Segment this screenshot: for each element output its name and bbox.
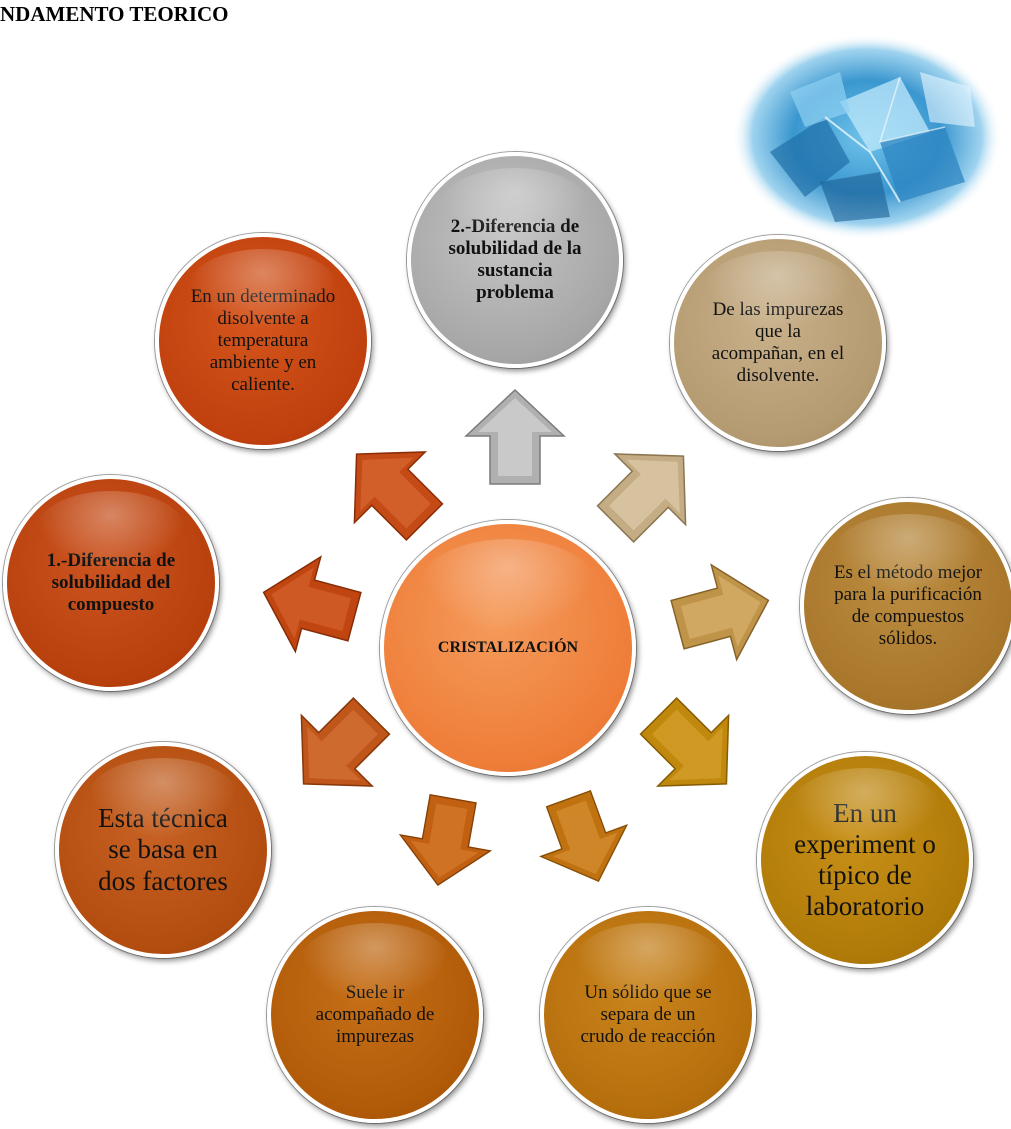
node-upper-right-text: De las impurezas que la acompañan, en el… bbox=[711, 299, 845, 386]
node-bottom-right-text: Un sólido que se separa de un crudo de r… bbox=[580, 982, 716, 1047]
arrow-right bbox=[670, 563, 770, 662]
node-bottom-left-text: Suele ir acompañado de impurezas bbox=[315, 982, 435, 1047]
center-label: CRISTALIZACIÓN bbox=[437, 638, 579, 656]
arrow-down-right bbox=[539, 790, 629, 883]
node-upper-right: De las impurezas que la acompañan, en el… bbox=[670, 235, 886, 451]
arrow-left bbox=[262, 555, 362, 654]
arrow-lower-left bbox=[300, 696, 391, 787]
node-top-text: 2.-Diferencia de solubilidad de la susta… bbox=[448, 216, 582, 303]
node-upper-left-text: En un determinado disolvente a temperatu… bbox=[190, 286, 336, 395]
arrow-up-gray bbox=[464, 388, 566, 485]
node-left: 1.-Diferencia de solubilidad del compues… bbox=[3, 475, 219, 691]
node-left-text: 1.-Diferencia de solubilidad del compues… bbox=[46, 550, 176, 615]
node-lower-right-text: En un experiment o típico de laboratorio bbox=[794, 797, 936, 922]
node-bottom-left: Suele ir acompañado de impurezas bbox=[267, 907, 483, 1123]
arrow-lower-right bbox=[639, 696, 730, 787]
node-lower-right: En un experiment o típico de laboratorio bbox=[757, 752, 973, 968]
crystal-image bbox=[732, 34, 1002, 240]
node-upper-left: En un determinado disolvente a temperatu… bbox=[155, 233, 371, 449]
section-heading: NDAMENTO TEORICO bbox=[0, 2, 229, 26]
arrow-upper-left bbox=[353, 451, 444, 542]
arrow-down-left bbox=[398, 794, 493, 887]
node-right: Es el método mejor para la purificación … bbox=[800, 498, 1011, 714]
node-bottom-right: Un sólido que se separa de un crudo de r… bbox=[540, 907, 756, 1123]
node-right-text: Es el método mejor para la purificación … bbox=[833, 562, 983, 649]
node-lower-left-text: Esta técnica se basa en dos factores bbox=[98, 803, 228, 896]
node-top: 2.-Diferencia de solubilidad de la susta… bbox=[407, 152, 623, 368]
center-circle: CRISTALIZACIÓN bbox=[380, 520, 636, 776]
arrow-upper-right bbox=[596, 453, 687, 544]
node-lower-left: Esta técnica se basa en dos factores bbox=[55, 742, 271, 958]
